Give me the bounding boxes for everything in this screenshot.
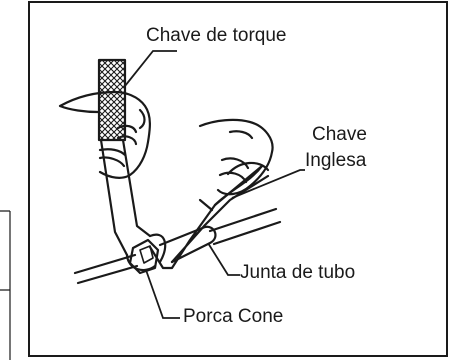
pipe-right xyxy=(210,209,280,244)
leader-pipe-union xyxy=(208,243,240,275)
label-torque-wrench: Chave de torque xyxy=(146,25,287,47)
torque-wrench-grip xyxy=(99,60,125,140)
right-hand xyxy=(200,120,273,194)
flare-nut xyxy=(130,240,158,273)
frame xyxy=(29,2,447,356)
leader-adjustable-wrench xyxy=(232,170,352,198)
label-adjustable-wrench-line2: Inglesa xyxy=(305,150,366,172)
label-pipe-union: Junta de tubo xyxy=(240,262,355,284)
label-adjustable-wrench-line1: Chave xyxy=(312,124,367,146)
label-flare-nut: Porca Cone xyxy=(183,306,283,328)
leader-flare-nut xyxy=(146,270,180,318)
edge-artifact xyxy=(0,211,10,360)
leader-torque-wrench xyxy=(125,51,177,86)
